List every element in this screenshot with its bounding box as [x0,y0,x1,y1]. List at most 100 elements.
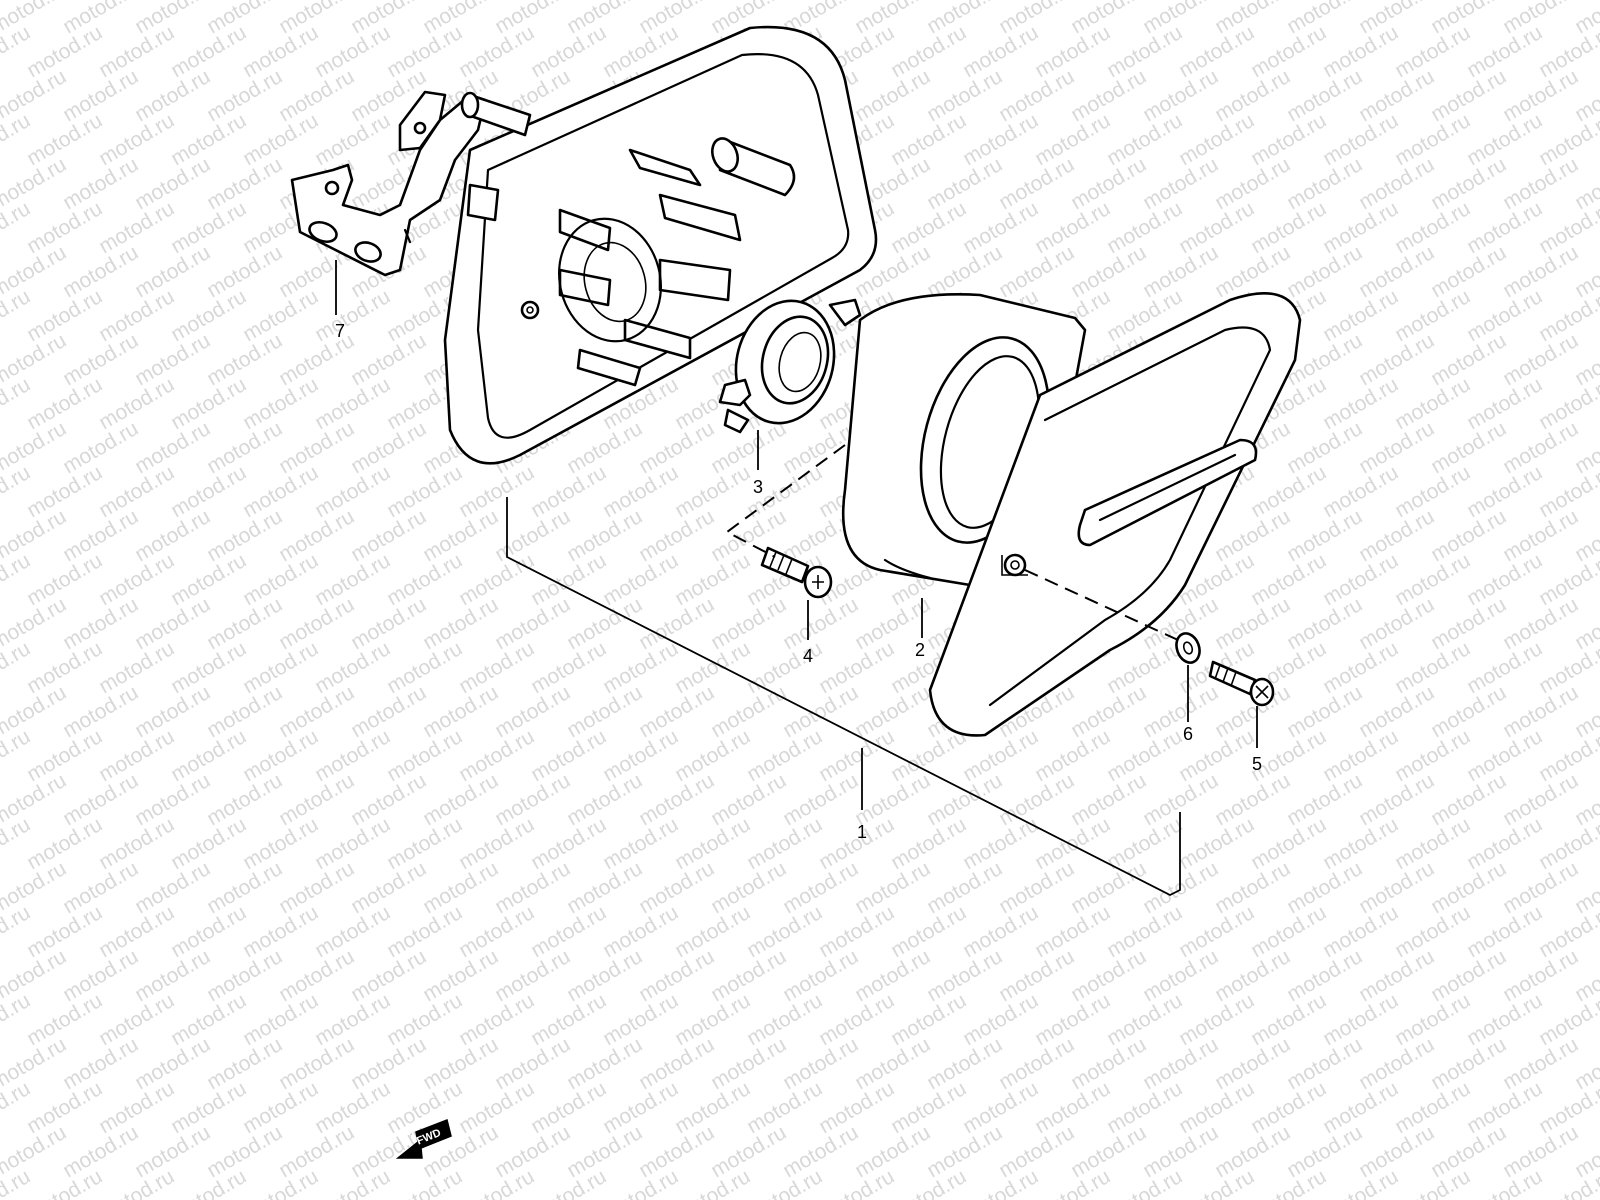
watermark-text: motod.ru [167,637,250,698]
watermark-text: motod.ru [671,813,754,874]
watermark-text: motod.ru [131,593,214,654]
watermark-text: motod.ru [707,769,790,830]
callout-label-2: 2 [915,640,925,660]
watermark-text: motod.ru [203,681,286,742]
watermark-text: motod.ru [203,593,286,654]
watermark-text: motod.ru [1427,153,1510,214]
watermark-text: motod.ru [563,681,646,742]
watermark-text: motod.ru [95,901,178,962]
watermark-text: motod.ru [635,769,718,830]
watermark-text: motod.ru [1283,1033,1366,1094]
watermark-text: motod.ru [311,373,394,434]
watermark-text: motod.ru [1463,901,1546,962]
watermark-text: motod.ru [527,1077,610,1138]
watermark-text: motod.ru [671,549,754,610]
watermark-text: motod.ru [851,65,934,126]
watermark-text: motod.ru [995,65,1078,126]
watermark-text: motod.ru [1427,329,1510,390]
watermark-text: motod.ru [1463,21,1546,82]
watermark-text: motod.ru [1139,945,1222,1006]
callout-labels: 1 2 3 4 5 6 7 [335,321,1262,842]
watermark-text: motod.ru [1319,461,1402,522]
watermark-text: motod.ru [1175,989,1258,1050]
watermark-text: motod.ru [1319,21,1402,82]
watermark-text: motod.ru [1031,21,1114,82]
watermark-text: motod.ru [527,725,610,786]
watermark-text: motod.ru [815,901,898,962]
watermark-text: motod.ru [311,549,394,610]
watermark-text: motod.ru [419,681,502,742]
watermark-text: motod.ru [59,417,142,478]
watermark-text: motod.ru [1355,1033,1438,1094]
watermark-text: motod.ru [347,505,430,566]
watermark-text: motod.ru [1283,945,1366,1006]
watermark-text: motod.ru [1355,769,1438,830]
watermark-text: motod.ru [563,945,646,1006]
watermark-text: motod.ru [23,21,106,82]
watermark-text: motod.ru [383,725,466,786]
housing-part-1 [443,25,878,465]
watermark-text: motod.ru [1283,593,1366,654]
watermark-text: motod.ru [995,241,1078,302]
watermark-text: motod.ru [131,857,214,918]
watermark-text: motod.ru [635,593,718,654]
watermark-text: motod.ru [1211,65,1294,126]
watermark-text: motod.ru [23,989,106,1050]
cover-part-1 [928,292,1302,737]
watermark-text: motod.ru [419,505,502,566]
watermark-text: motod.ru [491,1121,574,1182]
watermark-text: motod.ru [1463,637,1546,698]
watermark-text: motod.ru [1175,197,1258,258]
watermark-text: motod.ru [203,329,286,390]
watermark-text: motod.ru [563,857,646,918]
watermark-text: motod.ru [635,505,718,566]
watermark-text: motod.ru [203,857,286,918]
watermark-text: motod.ru [275,593,358,654]
watermark-text: motod.ru [779,945,862,1006]
watermark-text: motod.ru [419,1033,502,1094]
watermark-text: motod.ru [203,153,286,214]
watermark-text: motod.ru [1247,549,1330,610]
watermark-text: motod.ru [419,769,502,830]
watermark-text: motod.ru [59,505,142,566]
callout-label-6: 6 [1183,724,1193,744]
watermark-text: motod.ru [527,461,610,522]
watermark-text: motod.ru [419,945,502,1006]
watermark-text: motod.ru [311,1077,394,1138]
watermark-text: motod.ru [131,505,214,566]
watermark-text: motod.ru [59,769,142,830]
watermark-text: motod.ru [1031,901,1114,962]
watermark-text: motod.ru [1463,813,1546,874]
watermark-text: motod.ru [1067,153,1150,214]
watermark-text: motod.ru [671,989,754,1050]
watermark-text: motod.ru [1319,197,1402,258]
watermark-text: motod.ru [815,637,898,698]
watermark-text: motod.ru [1427,945,1510,1006]
watermark-text: motod.ru [203,241,286,302]
watermark-text: motod.ru [239,989,322,1050]
watermark-text: motod.ru [923,857,1006,918]
watermark-text: motod.ru [1283,65,1366,126]
callout-label-1: 1 [857,822,867,842]
watermark-text: motod.ru [1355,65,1438,126]
watermark-text: motod.ru [311,109,394,170]
watermark-text: motod.ru [491,1033,574,1094]
watermark-text: motod.ru [1067,681,1150,742]
watermark-text: motod.ru [23,1077,106,1138]
watermark-text: motod.ru [131,681,214,742]
watermark-text: motod.ru [1427,505,1510,566]
watermark-text: motod.ru [779,681,862,742]
watermark-text: motod.ru [59,329,142,390]
watermark-text: motod.ru [707,417,790,478]
watermark-text: motod.ru [491,769,574,830]
watermark-text: motod.ru [491,681,574,742]
watermark-text: motod.ru [203,65,286,126]
watermark-text: motod.ru [671,1077,754,1138]
watermark-text: motod.ru [1499,769,1582,830]
watermark-text: motod.ru [275,65,358,126]
watermark-text: motod.ru [1355,505,1438,566]
watermark-text: motod.ru [1391,637,1474,698]
watermark-text: motod.ru [1211,1033,1294,1094]
washer-part-6 [1175,632,1201,664]
watermark-text: motod.ru [167,373,250,434]
